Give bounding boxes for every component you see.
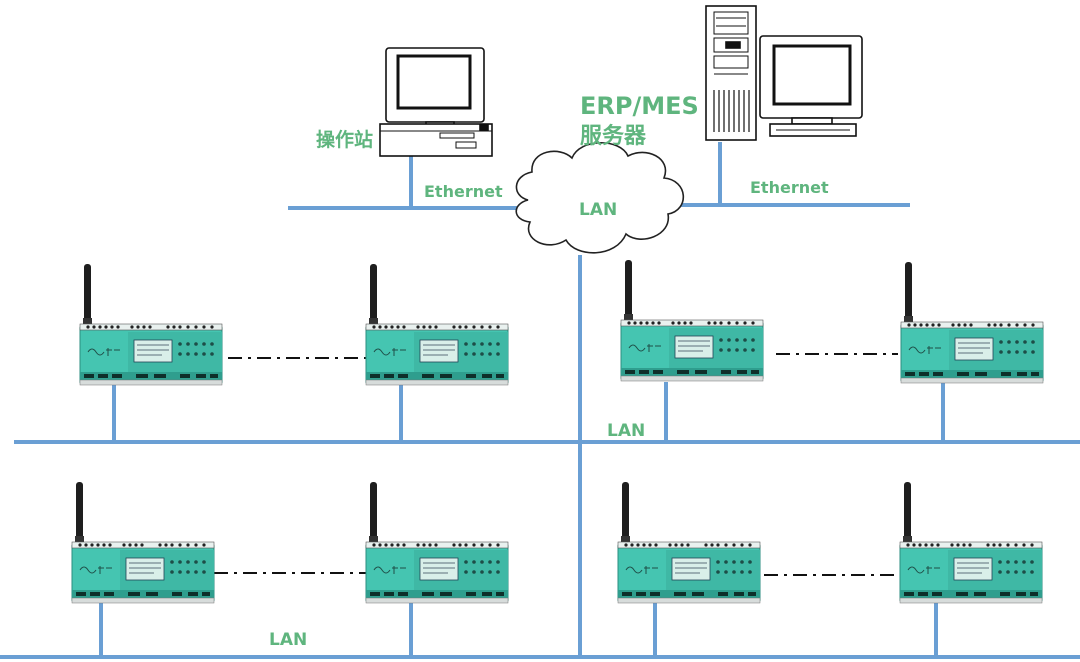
wireless-links [214, 353, 898, 576]
wireless-gateway-icon [365, 263, 509, 386]
desktop-computer-icon [379, 47, 493, 157]
wireless-gateway-icon [365, 481, 509, 604]
ethernet-label-left: Ethernet [424, 182, 503, 201]
bus1-lan-label: LAN [607, 421, 645, 441]
wireless-gateway-icon [617, 481, 761, 604]
tower-server-icon [705, 5, 863, 141]
erp-mes-label-line1: ERP/MES [580, 92, 699, 120]
erp-mes-label-line2: 服务器 [580, 124, 647, 149]
wireless-gateway-icon [899, 481, 1043, 604]
wireless-gateway-icon [900, 261, 1044, 384]
wireless-gateway-icon [79, 263, 223, 386]
cloud-lan-label: LAN [579, 200, 617, 220]
ethernet-label-right: Ethernet [750, 178, 829, 197]
wireless-gateway-icon [620, 259, 764, 382]
wireless-gateway-icon [71, 481, 215, 604]
network-lines [0, 142, 1080, 659]
operator-station-label: 操作站 [316, 128, 373, 151]
cloud-icon [515, 141, 685, 254]
bus2-lan-label: LAN [269, 630, 307, 650]
